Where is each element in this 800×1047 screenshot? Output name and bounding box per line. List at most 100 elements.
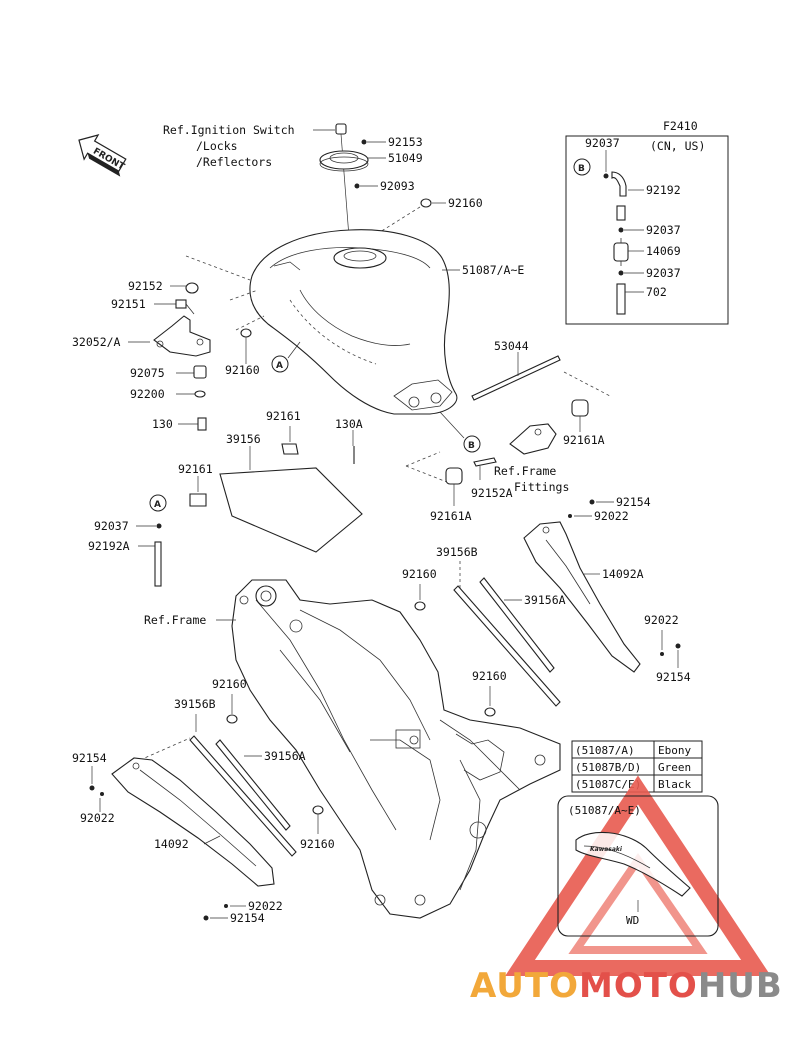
fuel-cap-51049 — [319, 150, 386, 172]
bolt-130 — [178, 417, 207, 431]
ref-frame-fittings-1: Ref.Frame — [494, 464, 556, 478]
pad-39156 — [219, 467, 363, 553]
cover-14092A — [523, 521, 641, 673]
cn-us-box — [565, 135, 729, 325]
marker-b-box: B — [573, 158, 591, 176]
callout-14069: 14069 — [646, 244, 681, 258]
callout-702: 702 — [646, 285, 667, 299]
damper-92075 — [176, 365, 207, 379]
callout-92154-c: 92154 — [72, 751, 107, 765]
strip-39156B-right — [453, 585, 561, 707]
callout-39156B-left: 39156B — [174, 697, 216, 711]
callout-51087: 51087/A~E — [462, 263, 524, 277]
watermark-logo: AUTOMOTOHUB — [470, 966, 783, 1006]
screw-92154-c — [89, 766, 95, 791]
damper-92161A-left — [445, 467, 463, 506]
callout-39156B-right: 39156B — [436, 545, 478, 559]
strip-53044 — [471, 352, 561, 401]
watermark-triangle-icon — [505, 775, 771, 976]
callout-92160-bot: 92160 — [300, 837, 335, 851]
hose-92192A — [138, 541, 162, 587]
callout-92075: 92075 — [130, 366, 165, 380]
damper-92160-mid — [414, 584, 426, 611]
damper-92160-bot — [312, 805, 324, 834]
callout-32052: 32052/A — [72, 335, 121, 349]
callout-92093: 92093 — [380, 179, 415, 193]
screw-92093 — [354, 183, 378, 189]
callout-53044: 53044 — [494, 339, 529, 353]
clamp-92037-b2 — [618, 227, 644, 233]
color-table: (51087/A) Ebony (51087B/D) Green (51087C… — [571, 740, 703, 793]
decal-box-title: (51087/A~E) — [568, 804, 641, 817]
color-name-1: Green — [658, 761, 691, 774]
callout-92037-b1: 92037 — [585, 136, 620, 150]
svg-text:B: B — [468, 441, 475, 451]
callout-92154-a: 92154 — [616, 495, 651, 509]
washer-92022-a — [568, 514, 592, 518]
callout-39156: 39156 — [226, 432, 261, 446]
callout-92192: 92192 — [646, 183, 681, 197]
damper-92152 — [170, 282, 199, 294]
hose-short — [616, 205, 626, 221]
callout-92161A-right: 92161A — [563, 433, 605, 447]
strip-39156A-right — [479, 577, 555, 673]
callout-92022-c: 92022 — [80, 811, 115, 825]
pad-92161-top — [281, 426, 299, 455]
damper-92160-tank — [240, 328, 252, 364]
ref-frame-fittings-2: Fittings — [514, 480, 569, 494]
callout-92154-b: 92154 — [656, 670, 691, 684]
hose-702 — [616, 283, 644, 315]
watermark-hub: HUB — [698, 966, 783, 1006]
marker-b-tank: B — [439, 411, 481, 453]
bolt-92151 — [154, 299, 195, 315]
washer-92200 — [176, 390, 206, 398]
callout-92022-d: 92022 — [248, 899, 283, 913]
decal-box: (51087/A~E) Kawasaki WD — [557, 795, 719, 937]
damper-92161A-right — [571, 399, 589, 432]
hose-92192 — [611, 171, 644, 197]
decal-brand: Kawasaki — [590, 846, 623, 853]
strip-39156A-left — [215, 739, 291, 831]
damper-92160-left — [226, 694, 238, 724]
callout-14092A: 14092A — [602, 567, 644, 581]
cover-14092 — [111, 757, 275, 887]
washer-92022-b — [660, 630, 664, 656]
clamp-92037-b3 — [618, 270, 644, 276]
callout-92152: 92152 — [128, 279, 163, 293]
screw-92154-a — [589, 499, 614, 505]
color-name-0: Ebony — [658, 744, 691, 757]
callout-39156A-left: 39156A — [264, 749, 306, 763]
watermark-auto: AUTO — [470, 966, 579, 1006]
ref-ignition-line2: /Locks — [196, 139, 238, 153]
pin-92152A — [473, 457, 497, 480]
color-name-2: Black — [658, 778, 691, 791]
screw-92154-b — [675, 643, 681, 668]
ref-frame: Ref.Frame — [144, 613, 206, 627]
svg-text:AUTOMOTOHUB: AUTOMOTOHUB — [470, 966, 783, 1006]
callout-92037-b3: 92037 — [646, 266, 681, 280]
color-code-2: (51087C/E) — [575, 778, 641, 791]
callout-92154-d: 92154 — [230, 911, 265, 925]
pad-92161 — [189, 476, 207, 507]
frame — [231, 579, 561, 919]
screw-92153 — [361, 139, 386, 145]
callout-92161-top: 92161 — [266, 409, 301, 423]
valve-14069 — [613, 238, 644, 266]
color-code-1: (51087B/D) — [575, 761, 641, 774]
callout-130A: 130A — [335, 417, 363, 431]
callout-92192A: 92192A — [88, 539, 130, 553]
front-arrow-icon: FRONT — [78, 134, 127, 177]
marker-a-tank: A — [271, 341, 301, 373]
callout-92153: 92153 — [388, 135, 423, 149]
svg-text:A: A — [276, 361, 283, 371]
callout-92160-tank: 92160 — [225, 363, 260, 377]
callout-92037-left: 92037 — [94, 519, 129, 533]
callout-92161A-left: 92161A — [430, 509, 472, 523]
callout-130: 130 — [152, 417, 173, 431]
callout-92160-left: 92160 — [212, 677, 247, 691]
ref-ignition-line1: Ref.Ignition Switch — [163, 123, 295, 137]
watermark-moto: MOTO — [579, 966, 698, 1006]
damper-92160-top — [379, 198, 446, 233]
callout-92160-mid: 92160 — [402, 567, 437, 581]
